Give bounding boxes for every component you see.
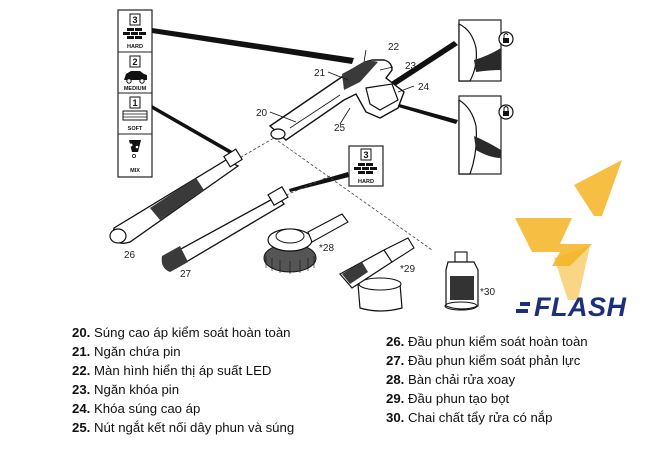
trigger-lock-closeup-bottom: [458, 95, 514, 175]
mode-hard-number: 3: [132, 15, 137, 25]
callout-27: 27: [180, 269, 192, 280]
legend-left: 20. Súng cao áp kiểm soát hoàn toàn 21. …: [72, 323, 294, 437]
mode-medium-label: MEDIUM: [124, 86, 147, 92]
mode-mix-label: MIX: [130, 168, 140, 174]
foam-nozzle: [339, 237, 415, 312]
mode-mix: MIX: [129, 140, 141, 174]
callout-24: 24: [418, 82, 430, 93]
mode-hard-closeup: 3 HARD: [348, 145, 384, 187]
legend-item-25: 25. Nút ngắt kết nối dây phun và súng: [72, 420, 295, 435]
legend-item-29: 29. Đầu phun tạo bọt: [386, 391, 510, 406]
plank-icon: [122, 110, 148, 121]
mode-selector-panel: 3 HARD 2 MEDIUM 1: [117, 9, 153, 178]
legend-item-27: 27. Đầu phun kiểm soát phản lực: [386, 353, 581, 368]
spray-gun: [268, 59, 405, 141]
legend-item-21: 21. Ngăn chứa pin: [72, 344, 181, 359]
callout-29: *29: [400, 264, 415, 275]
callout-21: 21: [314, 68, 326, 79]
legend-item-20: 20. Súng cao áp kiểm soát hoàn toàn: [72, 325, 291, 340]
mode-hard-label: HARD: [127, 44, 143, 50]
legend-item-23: 23. Ngăn khóa pin: [72, 382, 180, 397]
legend-item-28: 28. Bàn chải rửa xoay: [386, 372, 516, 387]
callout-22: 22: [388, 42, 400, 53]
flash-logo: FLASH: [515, 160, 627, 322]
mode-soft: 1 SOFT: [122, 96, 148, 132]
legend-item-22: 22. Màn hình hiển thị áp suất LED: [72, 363, 272, 378]
mode-soft-label: SOFT: [128, 126, 143, 132]
mode-medium: 2 MEDIUM: [124, 55, 147, 92]
callout-23: 23: [405, 61, 417, 72]
pointer-lines: [152, 28, 458, 192]
assembly-lines: [235, 137, 433, 251]
leader-lines-gun: [269, 49, 415, 125]
brick-wall-icon: [123, 28, 146, 39]
callout-25: 25: [334, 123, 346, 134]
mode-hard-closeup-label: HARD: [358, 179, 374, 185]
mode-soft-number: 1: [132, 98, 137, 108]
rotating-brush: [263, 213, 349, 274]
mode-hard: 3 HARD: [123, 13, 146, 50]
callout-28: *28: [319, 243, 334, 254]
mode-hard-closeup-number: 3: [363, 150, 368, 160]
legend-item-26: 26. Đầu phun kiểm soát hoàn toàn: [386, 334, 588, 349]
brand-name: FLASH: [534, 292, 627, 322]
car-icon: [124, 71, 147, 84]
detergent-bottle: [444, 251, 479, 311]
legend-item-30: 30. Chai chất tẩy rửa có nắp: [386, 410, 553, 425]
callout-20: 20: [256, 108, 268, 119]
legend-item-24: 24. Khóa súng cao áp: [72, 401, 201, 416]
brick-wall-icon: [354, 163, 377, 174]
mode-medium-number: 2: [132, 57, 137, 67]
spray-lance-full-control: [109, 148, 243, 244]
legend-right: 26. Đầu phun kiểm soát hoàn toàn 27. Đầu…: [386, 332, 588, 427]
callout-30: *30: [480, 287, 495, 298]
trigger-lock-closeup-top: [458, 19, 514, 82]
spray-lance-jet-control: [161, 185, 289, 272]
callout-26: 26: [124, 250, 136, 261]
foam-icon: [129, 140, 141, 158]
